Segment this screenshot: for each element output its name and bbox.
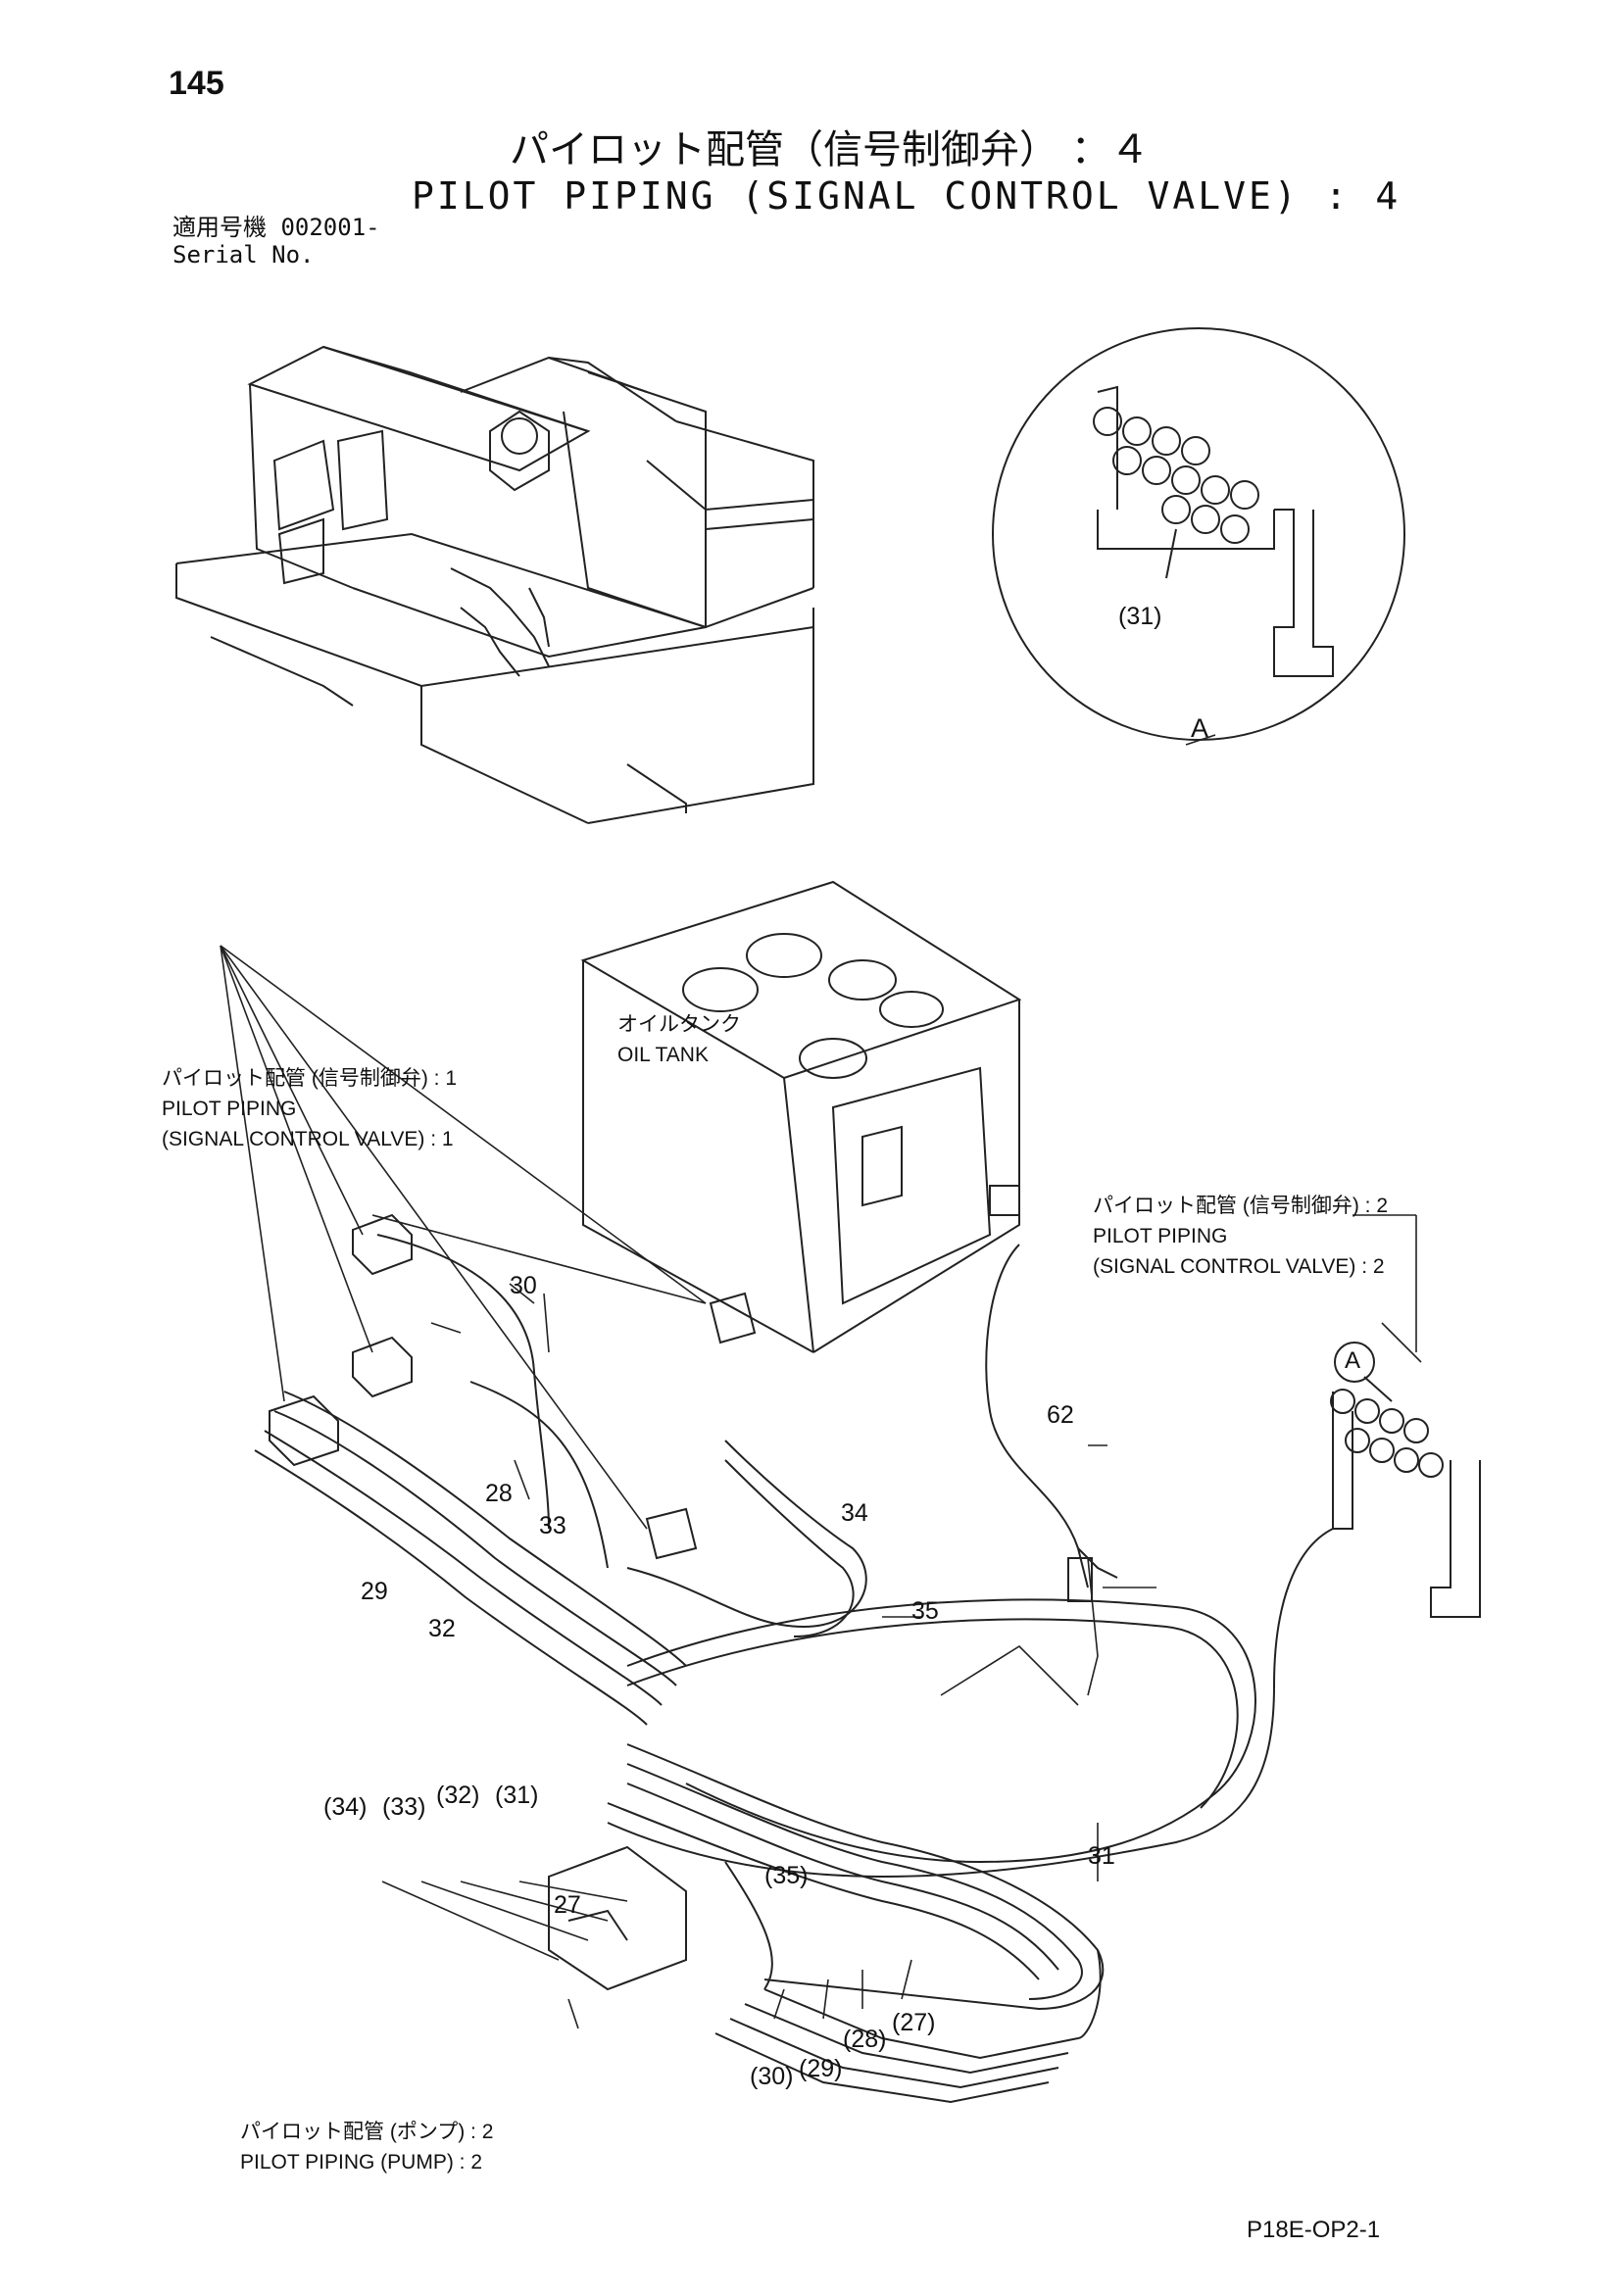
machine-overview [175, 345, 814, 824]
ref-signal-control-valve-2: パイロット配管 (信号制御弁) : 2 PILOT PIPING (SIGNAL… [1093, 1195, 1389, 1278]
part-label-29: 29 [361, 1578, 388, 1605]
part-label-62: 62 [1047, 1401, 1074, 1429]
serial-label-ja: 適用号機 [172, 214, 267, 241]
ref-pilot-piping-pump-2: パイロット配管 (ポンプ) : 2 PILOT PIPING (PUMP) : … [240, 2121, 494, 2174]
oil-tank [580, 880, 1022, 1353]
detail-label-a: A [1191, 713, 1209, 743]
part-label-35-ref: (35) [764, 1862, 809, 1889]
part-label-33-ref: (33) [382, 1793, 426, 1821]
callout-a-arrow [1363, 1376, 1393, 1402]
title-japanese: パイロット配管（信号制御弁） ：４ [510, 127, 1150, 172]
part-label-28-ref: (28) [843, 2026, 887, 2053]
detail-part-31: (31) [1118, 603, 1162, 630]
part-label-28: 28 [485, 1480, 513, 1507]
ref-signal-control-valve-1: パイロット配管 (信号制御弁) : 1 PILOT PIPING (SIGNAL… [162, 1067, 458, 1150]
title-english: PILOT PIPING (SIGNAL CONTROL VALVE) : 4 [412, 174, 1402, 218]
part-label-34: 34 [841, 1499, 868, 1527]
part-label-34-ref: (34) [323, 1793, 368, 1821]
part-label-27-ref: (27) [892, 2009, 936, 2036]
part-label-33: 33 [539, 1512, 566, 1539]
serial-value: 002001- [280, 214, 380, 241]
part-label-29-ref: (29) [799, 2055, 843, 2082]
part-label-35: 35 [911, 1597, 939, 1625]
serial-label-en: Serial No. [172, 241, 315, 269]
part-label-30: 30 [510, 1272, 537, 1299]
callout-a-letter: A [1345, 1347, 1361, 1374]
part-label-32: 32 [428, 1615, 456, 1642]
serial-block: 適用号機 002001- Serial No. [172, 214, 380, 269]
part-label-32-ref: (32) [436, 1782, 480, 1809]
drawing-code: P18E-OP2-1 [1247, 2217, 1381, 2243]
page-number: 145 [169, 65, 224, 102]
part-label-31: 31 [1088, 1842, 1115, 1870]
part-label-31-ref: (31) [495, 1782, 539, 1809]
detail-circle-a [992, 327, 1405, 741]
leader-lines [220, 734, 1422, 2029]
part-label-27: 27 [554, 1891, 581, 1919]
oil-tank-label: オイルタンク OIL TANK [617, 1013, 741, 1066]
part-label-30-ref: (30) [750, 2063, 794, 2090]
pilot-hoses [254, 1234, 1334, 2104]
callout-a-circle [1334, 1342, 1375, 1383]
fittings [269, 1185, 1481, 1991]
